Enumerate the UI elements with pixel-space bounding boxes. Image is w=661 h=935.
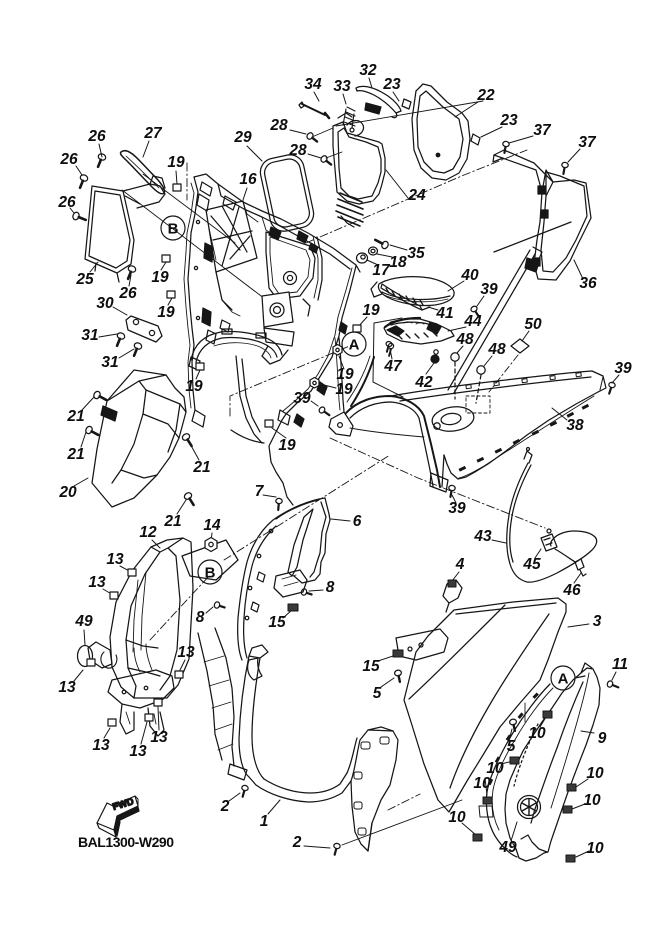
svg-text:12: 12 [139, 524, 157, 541]
svg-text:27: 27 [143, 125, 163, 142]
svg-text:39: 39 [448, 500, 466, 517]
svg-text:19: 19 [185, 378, 203, 395]
svg-text:43: 43 [473, 528, 492, 545]
svg-text:48: 48 [487, 341, 506, 358]
svg-text:19: 19 [157, 304, 175, 321]
svg-text:38: 38 [566, 417, 584, 434]
svg-text:21: 21 [192, 459, 210, 476]
svg-text:13: 13 [58, 679, 76, 696]
svg-text:5: 5 [373, 685, 382, 702]
svg-text:15: 15 [362, 658, 380, 675]
svg-text:32: 32 [359, 62, 377, 79]
svg-text:19: 19 [167, 154, 185, 171]
svg-text:34: 34 [304, 76, 322, 93]
svg-text:3: 3 [593, 613, 602, 630]
svg-text:10: 10 [448, 809, 466, 826]
svg-text:47: 47 [383, 358, 403, 375]
svg-text:49: 49 [74, 613, 93, 630]
svg-text:17: 17 [372, 262, 391, 279]
svg-text:10: 10 [586, 765, 604, 782]
svg-text:13: 13 [150, 729, 168, 746]
svg-text:14: 14 [203, 517, 221, 534]
svg-text:31: 31 [101, 354, 118, 371]
svg-text:37: 37 [533, 122, 552, 139]
svg-text:2: 2 [292, 834, 302, 851]
svg-text:39: 39 [480, 281, 498, 298]
svg-text:7: 7 [255, 483, 265, 500]
svg-text:40: 40 [460, 267, 479, 284]
svg-text:19: 19 [336, 366, 354, 383]
svg-text:21: 21 [163, 513, 181, 530]
svg-text:15: 15 [268, 614, 286, 631]
svg-text:25: 25 [75, 271, 94, 288]
svg-text:6: 6 [353, 513, 362, 530]
svg-text:19: 19 [151, 269, 169, 286]
svg-text:B: B [205, 565, 216, 582]
svg-text:35: 35 [407, 245, 425, 262]
svg-text:42: 42 [414, 374, 433, 391]
svg-text:30: 30 [96, 295, 114, 312]
svg-text:23: 23 [499, 112, 518, 129]
svg-text:44: 44 [463, 313, 482, 330]
svg-text:26: 26 [118, 285, 137, 302]
svg-text:13: 13 [177, 644, 195, 661]
svg-text:4: 4 [455, 556, 465, 573]
svg-text:10: 10 [486, 760, 504, 777]
svg-text:18: 18 [389, 254, 407, 271]
svg-text:B: B [168, 221, 179, 238]
svg-text:13: 13 [106, 551, 124, 568]
svg-text:BAL1300-W290: BAL1300-W290 [78, 834, 174, 850]
svg-text:37: 37 [578, 134, 597, 151]
svg-text:19: 19 [278, 437, 296, 454]
svg-text:16: 16 [239, 171, 257, 188]
svg-text:21: 21 [66, 408, 84, 425]
svg-text:26: 26 [87, 128, 106, 145]
svg-text:8: 8 [196, 609, 205, 626]
svg-text:49: 49 [498, 839, 517, 856]
svg-text:A: A [349, 337, 360, 354]
svg-text:24: 24 [407, 187, 426, 204]
svg-text:31: 31 [81, 327, 98, 344]
svg-text:45: 45 [522, 556, 541, 573]
svg-text:36: 36 [579, 275, 597, 292]
svg-text:28: 28 [288, 142, 307, 159]
svg-text:2: 2 [220, 798, 230, 815]
svg-text:41: 41 [435, 305, 453, 322]
svg-text:39: 39 [614, 360, 632, 377]
svg-text:26: 26 [59, 151, 78, 168]
svg-text:13: 13 [88, 574, 106, 591]
svg-text:46: 46 [562, 582, 581, 599]
svg-text:20: 20 [58, 484, 77, 501]
svg-text:10: 10 [583, 792, 601, 809]
svg-text:11: 11 [612, 656, 628, 673]
svg-text:10: 10 [473, 775, 491, 792]
svg-text:13: 13 [92, 737, 110, 754]
svg-text:A: A [558, 671, 569, 688]
svg-text:28: 28 [269, 117, 288, 134]
svg-text:19: 19 [335, 381, 353, 398]
svg-text:22: 22 [476, 87, 495, 104]
svg-text:39: 39 [293, 390, 311, 407]
svg-text:26: 26 [57, 194, 76, 211]
svg-text:8: 8 [326, 579, 335, 596]
svg-text:29: 29 [233, 129, 252, 146]
svg-text:23: 23 [382, 76, 401, 93]
svg-text:10: 10 [586, 840, 604, 857]
svg-text:5: 5 [507, 738, 516, 755]
svg-text:21: 21 [66, 446, 84, 463]
svg-text:19: 19 [362, 302, 380, 319]
svg-text:9: 9 [598, 730, 607, 747]
svg-text:13: 13 [129, 743, 147, 760]
svg-text:48: 48 [455, 331, 474, 348]
svg-text:1: 1 [260, 813, 269, 830]
svg-text:10: 10 [528, 725, 546, 742]
svg-text:50: 50 [524, 316, 542, 333]
svg-text:33: 33 [333, 78, 351, 95]
